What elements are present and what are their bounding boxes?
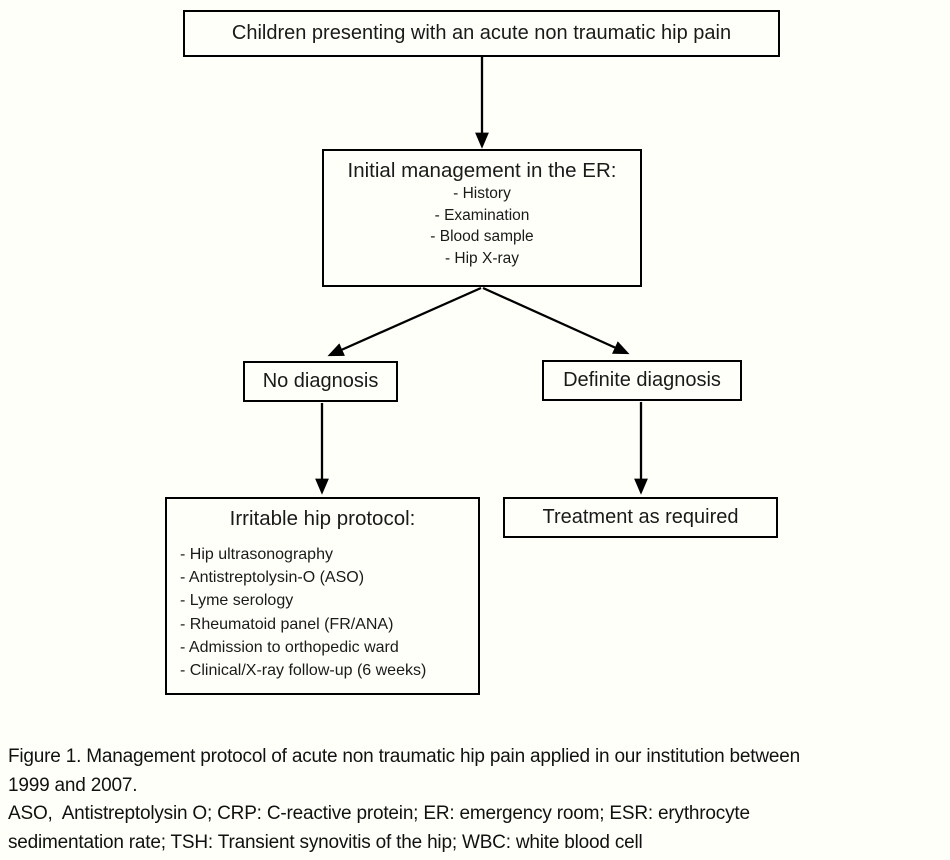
protocol-item-rheumatoid: - Rheumatoid panel (FR/ANA) [180,615,394,633]
node-presenting-label: Children presenting with an acute non tr… [231,22,732,44]
node-no-diagnosis-box: No diagnosis [243,361,398,402]
er-item-examination: - Examination [434,206,530,224]
node-presenting-box: Children presenting with an acute non tr… [183,10,780,57]
caption-line-2: 1999 and 2007. [8,774,138,796]
node-treatment-box: Treatment as required [503,497,778,538]
arrow-er-to-definite-diagnosis [482,286,630,355]
node-initial-management-title: Initial management in the ER: [347,159,617,182]
er-item-hip-xray: - Hip X-ray [444,249,520,267]
node-definite-diagnosis-box: Definite diagnosis [542,360,742,401]
caption-line-1: Figure 1. Management protocol of acute n… [8,746,800,767]
protocol-item-followup: - Clinical/X-ray follow-up (6 weeks) [180,662,427,680]
arrow-er-to-no-diagnosis [327,286,482,357]
er-item-blood-sample: - Blood sample [430,228,534,245]
node-treatment-label: Treatment as required [542,506,739,528]
figure-caption: Figure 1. Management protocol of acute n… [8,743,948,857]
irritable-hip-protocol-list: - Hip ultrasonography - Antistreptolysin… [167,543,478,682]
node-initial-management-box: Initial management in the ER: - History … [322,149,642,287]
node-no-diagnosis-label: No diagnosis [262,370,379,392]
protocol-item-admission: - Admission to orthopedic ward [180,638,399,656]
er-item-history: - History [453,185,511,202]
node-definite-diagnosis-label: Definite diagnosis [563,369,721,391]
node-irritable-hip-protocol-box: Irritable hip protocol: - Hip ultrasonog… [165,497,480,695]
flowchart-arrows [315,57,648,495]
protocol-item-aso: - Antistreptolysin-O (ASO) [180,569,365,587]
protocol-item-lyme: - Lyme serology [180,592,294,610]
node-irritable-hip-protocol-title: Irritable hip protocol: [229,507,416,530]
caption-line-4: sedimentation rate; TSH: Transient synov… [8,831,643,853]
caption-line-3: ASO, Antistreptolysin O; CRP: C-reactive… [8,803,750,825]
protocol-item-ultrasonography: - Hip ultrasonography [180,546,333,563]
